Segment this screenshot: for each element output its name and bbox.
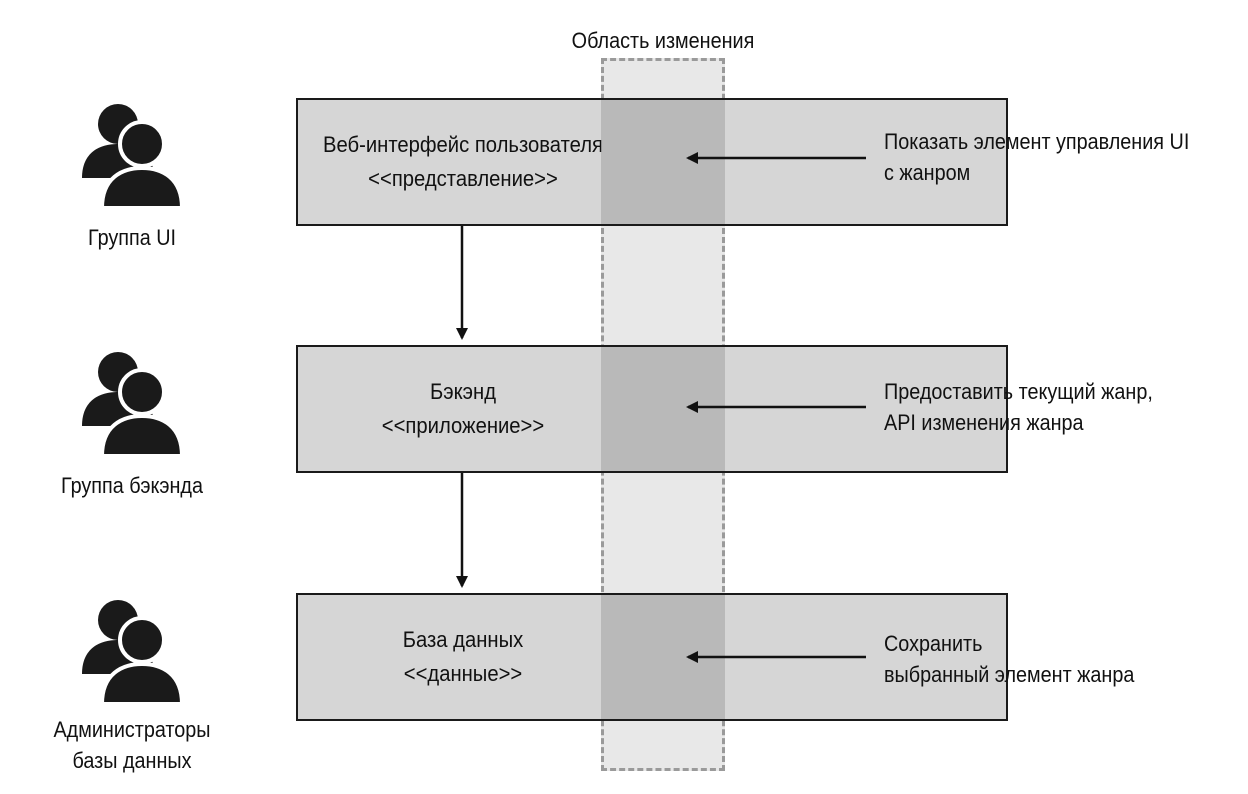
note-line: Показать элемент управления UI	[884, 129, 1190, 154]
layer-name: Бэкэнд	[429, 379, 497, 404]
note-ui: Показать элемент управления UI с жанром	[884, 126, 1189, 188]
layer-text-backend: Бэкэнд <<приложение>>	[311, 375, 615, 443]
person-group-icon	[82, 104, 184, 210]
layer-stereotype: <<данные>>	[403, 661, 523, 686]
layer-text-database: База данных <<данные>>	[311, 623, 615, 691]
change-area-overlap	[601, 100, 725, 224]
change-area-label: Область изменения	[571, 28, 755, 53]
group-label-line: Администраторы	[53, 717, 211, 742]
note-backend: Предоставить текущий жанр, API изменения…	[884, 376, 1153, 438]
person-group-icon	[82, 600, 184, 706]
layer-stereotype: <<приложение>>	[381, 413, 545, 438]
group-label-dba: Администраторы базы данных	[40, 714, 224, 776]
note-line: с жанром	[884, 160, 971, 185]
layer-name: База данных	[402, 627, 524, 652]
layer-text-ui: Веб-интерфейс пользователя <<представлен…	[311, 128, 615, 196]
group-label-backend: Группа бэкэнда	[61, 473, 203, 498]
note-line: Предоставить текущий жанр,	[884, 379, 1153, 404]
person-group-icon	[82, 352, 184, 458]
change-area-overlap	[601, 347, 725, 471]
note-line: Сохранить	[884, 631, 983, 656]
note-line: выбранный элемент жанра	[884, 662, 1135, 687]
group-label-line: базы данных	[72, 748, 192, 773]
layer-stereotype: <<представление>>	[368, 166, 558, 191]
group-label-ui: Группа UI	[87, 225, 177, 250]
layer-name: Веб-интерфейс пользователя	[322, 132, 604, 157]
note-line: API изменения жанра	[884, 410, 1084, 435]
note-database: Сохранить выбранный элемент жанра	[884, 628, 1134, 690]
